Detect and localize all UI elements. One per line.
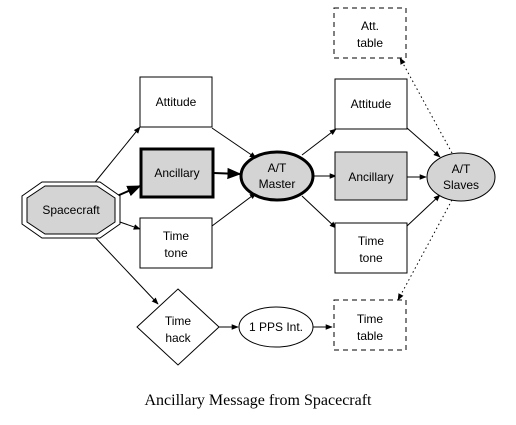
node-attitude-source-label: Attitude [156, 95, 197, 109]
dotted-edges [397, 57, 453, 301]
node-at-master-line2: Master [259, 177, 296, 191]
node-ancillary-dest: Ancillary [334, 151, 408, 201]
node-attitude-dest-label: Attitude [351, 97, 392, 111]
node-timetone-dest: Time tone [334, 222, 408, 274]
node-timetone-source-line2: tone [164, 246, 188, 260]
edge-master-timetone [301, 195, 337, 229]
edge-spacecraft-timetone [116, 220, 141, 230]
edge-timetone-slaves [406, 194, 441, 227]
node-at-slaves-line1: A/T [452, 162, 471, 176]
node-time-hack-line2: hack [165, 331, 191, 345]
node-timetone-dest-line2: tone [359, 251, 383, 265]
node-ancillary-source-label: Ancillary [154, 166, 199, 180]
node-spacecraft-label: Spacecraft [42, 203, 100, 217]
node-spacecraft: Spacecraft [21, 181, 121, 239]
node-attitude-dest: Attitude [334, 78, 408, 130]
edge-spacecraft-attitude [91, 126, 141, 187]
figure-caption: Ancillary Message from Spacecraft [144, 392, 372, 409]
edge-master-attitude [301, 128, 337, 156]
edge-attitude-slaves [406, 127, 441, 158]
edges [91, 126, 441, 330]
edge-attitude-master [211, 127, 257, 159]
node-timetone-source-line1: Time [163, 229, 190, 243]
node-pps-int-label: 1 PPS Int. [249, 320, 303, 334]
edge-spacecraft-timehack [91, 233, 159, 305]
node-at-slaves: A/T Slaves [426, 152, 496, 202]
node-att-table-line2: table [357, 36, 383, 50]
edge-slaves-atttable [399, 57, 453, 154]
node-time-hack: Time hack [136, 288, 220, 366]
node-att-table-line1: Att. [361, 19, 379, 33]
node-at-master: A/T Master [239, 150, 315, 202]
node-pps-int: 1 PPS Int. [238, 306, 314, 348]
node-timetone-dest-line1: Time [358, 234, 385, 248]
node-time-table: Time table [333, 299, 407, 351]
edge-spacecraft-ancillary [116, 185, 142, 197]
node-attitude-source: Attitude [139, 76, 213, 128]
node-at-slaves-line2: Slaves [443, 178, 479, 192]
node-att-table: Att. table [333, 7, 407, 59]
node-time-table-line1: Time [357, 312, 384, 326]
node-at-master-line1: A/T [268, 161, 287, 175]
edge-slaves-timetable [397, 199, 453, 301]
node-time-table-line2: table [357, 329, 383, 343]
edge-timetone-master [211, 192, 257, 227]
node-timetone-source: Time tone [139, 217, 213, 269]
node-time-hack-line1: Time [165, 314, 192, 328]
node-ancillary-source: Ancillary [139, 147, 215, 199]
edge-ancillary-master [213, 167, 242, 180]
node-ancillary-dest-label: Ancillary [348, 170, 393, 184]
